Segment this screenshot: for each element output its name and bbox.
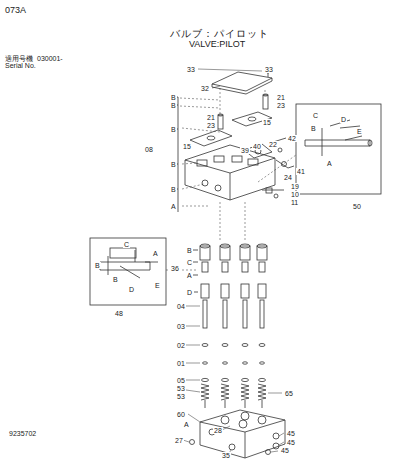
callout-number: 030001- [36,55,64,62]
callout-number: B [170,102,177,109]
callout-number: 42 [287,135,297,142]
callout-number: D [186,289,193,296]
callout-number: 19 [290,183,300,190]
callout-number: C [186,259,193,266]
callout-number: 03 [176,323,186,330]
callout-number: A [183,421,190,428]
callout-number: 適用号機 [4,55,34,62]
callout-number: 53 [176,393,186,400]
callout-number: 27 [174,437,184,444]
callout-number: B [310,125,317,132]
callout-number: 32 [200,85,210,92]
callout-number: Serial No. [4,62,37,69]
callout-number: 60 [176,411,186,418]
callout-number: B [112,276,119,283]
callout-number: 04 [176,303,186,310]
callout-number: A [186,272,193,279]
callout-number: E [356,128,363,135]
callout-number: D [128,286,135,293]
callout-number: 24 [283,174,293,181]
callout-number: 40 [252,143,262,150]
callout-number: 33 [186,66,196,73]
callout-number: E [154,282,161,289]
callout-number: A [170,203,177,210]
callout-number: VALVE:PILOT [188,40,246,49]
callout-number: A [326,160,333,167]
callout-number: 45 [286,430,296,437]
callout-number: C [312,112,319,119]
callout-number: 65 [284,390,294,397]
callout-number: 08 [144,146,154,153]
callout-number: A [152,250,159,257]
callout-number: 073A [4,6,27,15]
callout-number: 22 [268,141,278,148]
callout-number: 02 [176,342,186,349]
callout-number: 28 [213,427,223,434]
callout-number: 11 [290,199,299,206]
title: バルブ：パイロット [170,27,269,41]
callout-number: 15 [182,143,192,150]
callout-number: 36 [170,265,180,272]
callout-number: C [123,241,130,248]
callout-number: 48 [114,310,124,317]
callout-number: B [186,247,193,254]
callout-number: 21 [206,114,216,121]
callout-number: 23 [276,102,286,109]
callout-number: 50 [352,203,362,210]
callout-number: 23 [206,122,216,129]
callout-number: 45 [286,439,296,446]
callout-number: B [170,126,177,133]
callout-number: D [340,116,347,123]
callout-number: B [170,161,177,168]
callout-number: B [170,94,177,101]
callout-number: 41 [296,168,306,175]
callout-number: B [170,186,177,193]
callout-number: 45 [280,447,290,454]
callout-number: 01 [176,360,186,367]
callout-number: 53 [176,385,186,392]
callout-number: B [94,262,101,269]
callout-number: 21 [276,94,286,101]
callout-number: 33 [264,66,274,73]
callout-number: 39 [240,147,250,154]
callout-number: 05 [176,377,186,384]
callout-number: 15 [262,119,272,126]
callout-number: 9235702 [8,430,37,437]
callout-number: 35 [221,452,231,459]
callout-number: 10 [290,191,300,198]
